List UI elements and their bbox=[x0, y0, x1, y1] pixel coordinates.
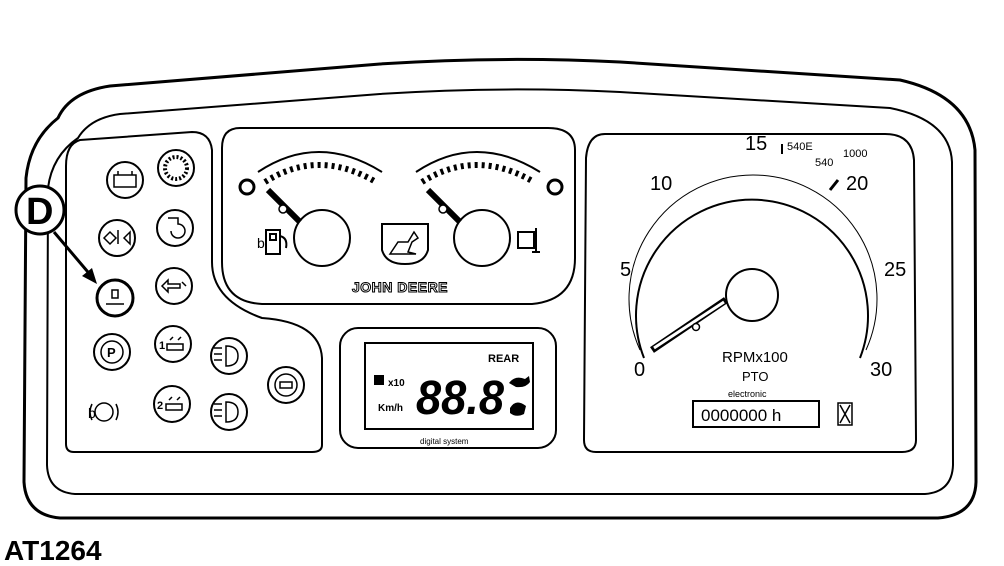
tach-label-15: 15 bbox=[745, 133, 767, 155]
tach-needle-pin bbox=[691, 322, 701, 332]
temp-warning-lamp bbox=[546, 178, 564, 196]
transmission-icon bbox=[95, 278, 135, 318]
lcd-speed-unit: Km/h bbox=[378, 403, 403, 414]
trailer-1-glyph: 1 bbox=[159, 340, 165, 352]
tach-dial-outer bbox=[628, 174, 878, 351]
parking-brake-ring bbox=[100, 340, 124, 364]
transmission-glyph bbox=[106, 289, 124, 305]
trailer-2-glyph: 2 bbox=[157, 400, 163, 412]
logo-deer bbox=[388, 230, 420, 255]
tortoise-icon bbox=[510, 402, 526, 416]
battery-icon bbox=[106, 161, 144, 199]
hour-meter-box bbox=[692, 400, 820, 428]
temp-gauge-pivot bbox=[453, 209, 511, 267]
hourglass-shape bbox=[839, 404, 851, 424]
tach-hub bbox=[725, 268, 779, 322]
lcd-housing bbox=[339, 327, 557, 449]
hare-icon bbox=[509, 376, 530, 388]
engine-temp-icon bbox=[517, 228, 540, 253]
hour-meter-value: 0000000 h bbox=[701, 406, 781, 425]
brake-warning-icon bbox=[94, 402, 114, 422]
tach-needle-inner bbox=[653, 300, 725, 350]
hourglass-icon bbox=[837, 402, 853, 426]
brake-circuit-ring bbox=[274, 373, 298, 397]
lcd-digits: 88.8 bbox=[416, 372, 504, 425]
temp-gauge-arc bbox=[415, 151, 541, 173]
tach-label-5: 5 bbox=[620, 259, 631, 281]
trailer-2-shape bbox=[165, 396, 183, 411]
fuel-gauge-pivot bbox=[293, 209, 351, 267]
fuel-gauge-pin bbox=[278, 204, 288, 214]
engine-temp-gauge bbox=[415, 151, 541, 267]
tach-label-20: 20 bbox=[846, 173, 868, 195]
temp-gauge-pin bbox=[438, 204, 448, 214]
cluster-housing-outer bbox=[22, 57, 978, 520]
tach-label-30: 30 bbox=[870, 359, 892, 381]
brake-circuit-glyph bbox=[279, 381, 293, 389]
pto-glyph bbox=[163, 155, 189, 181]
coolant-icon bbox=[156, 209, 194, 247]
fuel-gauge-arc bbox=[257, 151, 383, 173]
turn-signal-glyph bbox=[160, 278, 187, 294]
high-beam-glyph bbox=[214, 345, 239, 367]
high-beam-icon bbox=[210, 337, 248, 375]
turn-signal-icon bbox=[155, 267, 193, 305]
coolant-glyph bbox=[168, 217, 186, 239]
tachometer bbox=[628, 144, 878, 359]
oil-pressure-icon bbox=[98, 219, 136, 257]
lcd-rear-label: REAR bbox=[488, 353, 519, 365]
tachometer-panel bbox=[582, 133, 918, 453]
power-takeoff-icon bbox=[157, 149, 195, 187]
fuel-gauge-scale bbox=[263, 162, 378, 185]
figure-id: AT1264 bbox=[4, 535, 102, 566]
callout-arrow-head bbox=[82, 268, 97, 284]
tach-label-10: 10 bbox=[650, 173, 672, 195]
callout-arrow-line bbox=[52, 231, 95, 279]
lcd-screen bbox=[364, 342, 534, 430]
tach-dial-arc bbox=[635, 198, 869, 359]
logo-shield bbox=[381, 223, 429, 266]
callout-letter: D bbox=[26, 191, 53, 233]
temp-gauge-scale bbox=[420, 162, 536, 185]
tach-label-0: 0 bbox=[634, 359, 645, 381]
pto-1000-mark bbox=[828, 179, 840, 191]
brake-prefix: b bbox=[88, 405, 96, 421]
parking-brake-icon bbox=[93, 333, 131, 371]
tach-unit: RPMx100 bbox=[722, 349, 788, 366]
trailer-1-shape bbox=[166, 336, 184, 351]
brake-warning-arcs bbox=[89, 403, 119, 421]
trailer-1-icon bbox=[154, 325, 192, 363]
hour-meter-caption: electronic bbox=[728, 389, 767, 399]
cluster-housing-inner bbox=[45, 88, 955, 495]
battery-glyph bbox=[113, 171, 137, 188]
brake-circuit-icon bbox=[267, 366, 305, 404]
lcd-speed-icon bbox=[374, 375, 384, 385]
pto-540e-label: 540E bbox=[787, 141, 813, 153]
hourglass-frame bbox=[837, 402, 853, 426]
gauge-panel bbox=[221, 127, 576, 305]
fuel-prefix: b bbox=[257, 235, 265, 251]
tach-label-25: 25 bbox=[884, 259, 906, 281]
oil-pressure-glyph bbox=[102, 230, 131, 246]
trailer-2-icon bbox=[153, 385, 191, 423]
brand-wordmark: JOHN DEERE bbox=[352, 279, 448, 295]
lcd-footer: digital system bbox=[420, 437, 469, 446]
low-beam-glyph bbox=[214, 401, 239, 423]
indicator-panel bbox=[65, 130, 323, 453]
tach-subtitle: PTO bbox=[742, 369, 769, 384]
fuel-icon bbox=[265, 229, 288, 255]
callout-circle bbox=[14, 184, 66, 236]
pto-540-label: 540 bbox=[815, 157, 833, 169]
john-deere-logo-icon bbox=[381, 223, 429, 266]
pto-1000-label: 1000 bbox=[843, 148, 867, 160]
fuel-warning-lamp bbox=[238, 178, 256, 196]
lcd-multiplier: x10 bbox=[388, 378, 405, 389]
low-beam-icon bbox=[210, 393, 248, 431]
fuel-gauge bbox=[257, 151, 383, 267]
parking-brake-glyph: P bbox=[107, 345, 116, 360]
